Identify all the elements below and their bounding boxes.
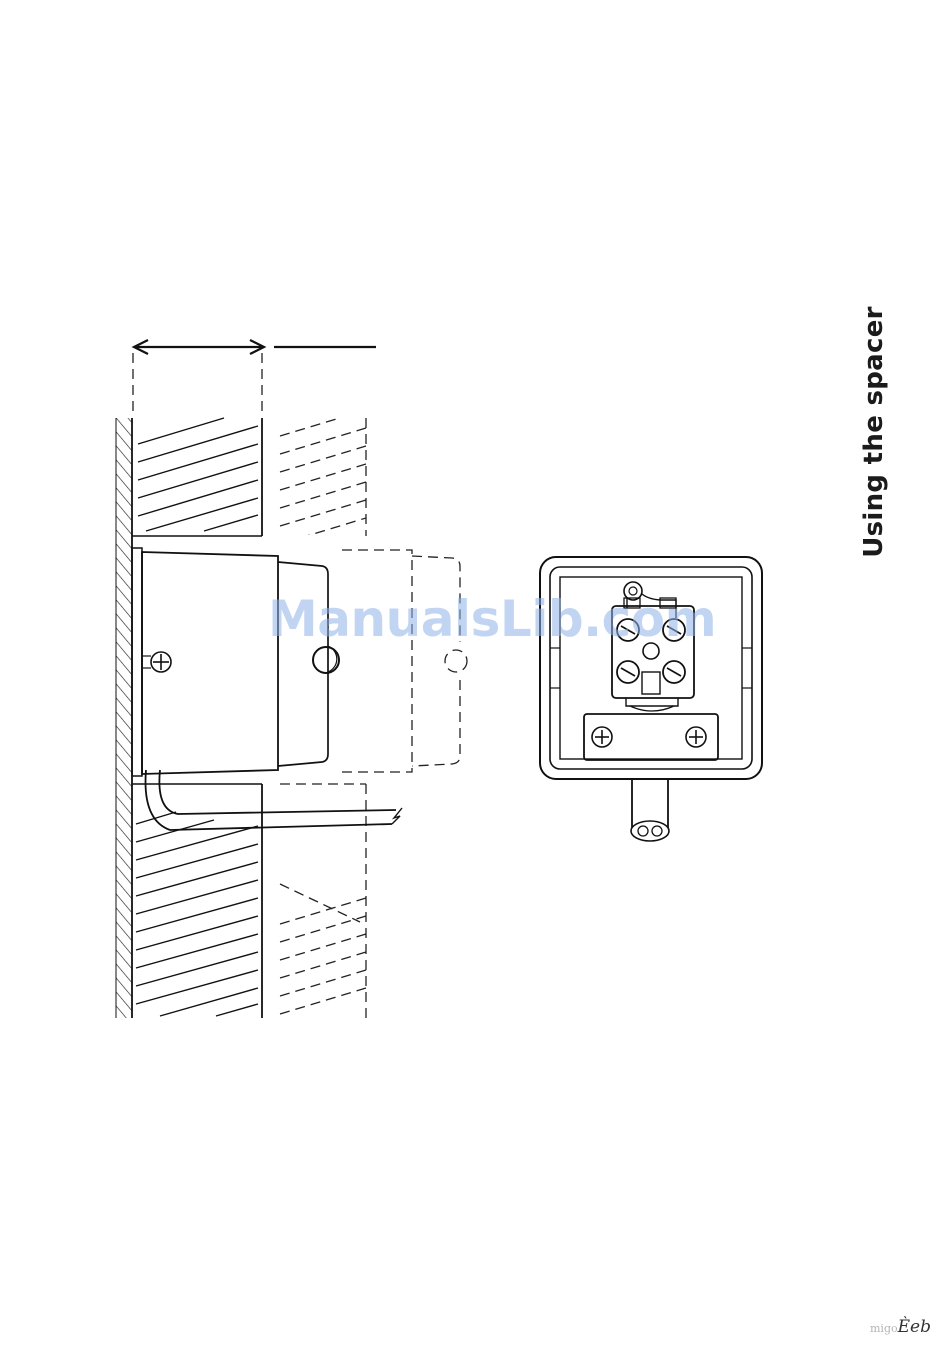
wall-panel-upper <box>132 418 262 536</box>
wall-section <box>116 418 132 1018</box>
page-title: Using the spacer <box>859 306 889 558</box>
screw-side <box>142 652 171 672</box>
brand-logo-icon: Ѐeb <box>898 1317 931 1337</box>
spacer-panel-upper <box>280 410 366 538</box>
wall-panel-lower <box>132 784 262 1018</box>
spacer-panel-lower <box>280 784 366 1018</box>
footer-text: migo <box>870 1322 898 1335</box>
dimension-extension-lines <box>133 353 262 412</box>
watermark: ManualsLib.com <box>268 590 716 648</box>
cable <box>146 770 403 830</box>
spacer-box-outline <box>342 550 467 772</box>
footer-brand: migoЀeb <box>870 1317 931 1337</box>
spacer-dimension-arrow <box>134 340 376 354</box>
